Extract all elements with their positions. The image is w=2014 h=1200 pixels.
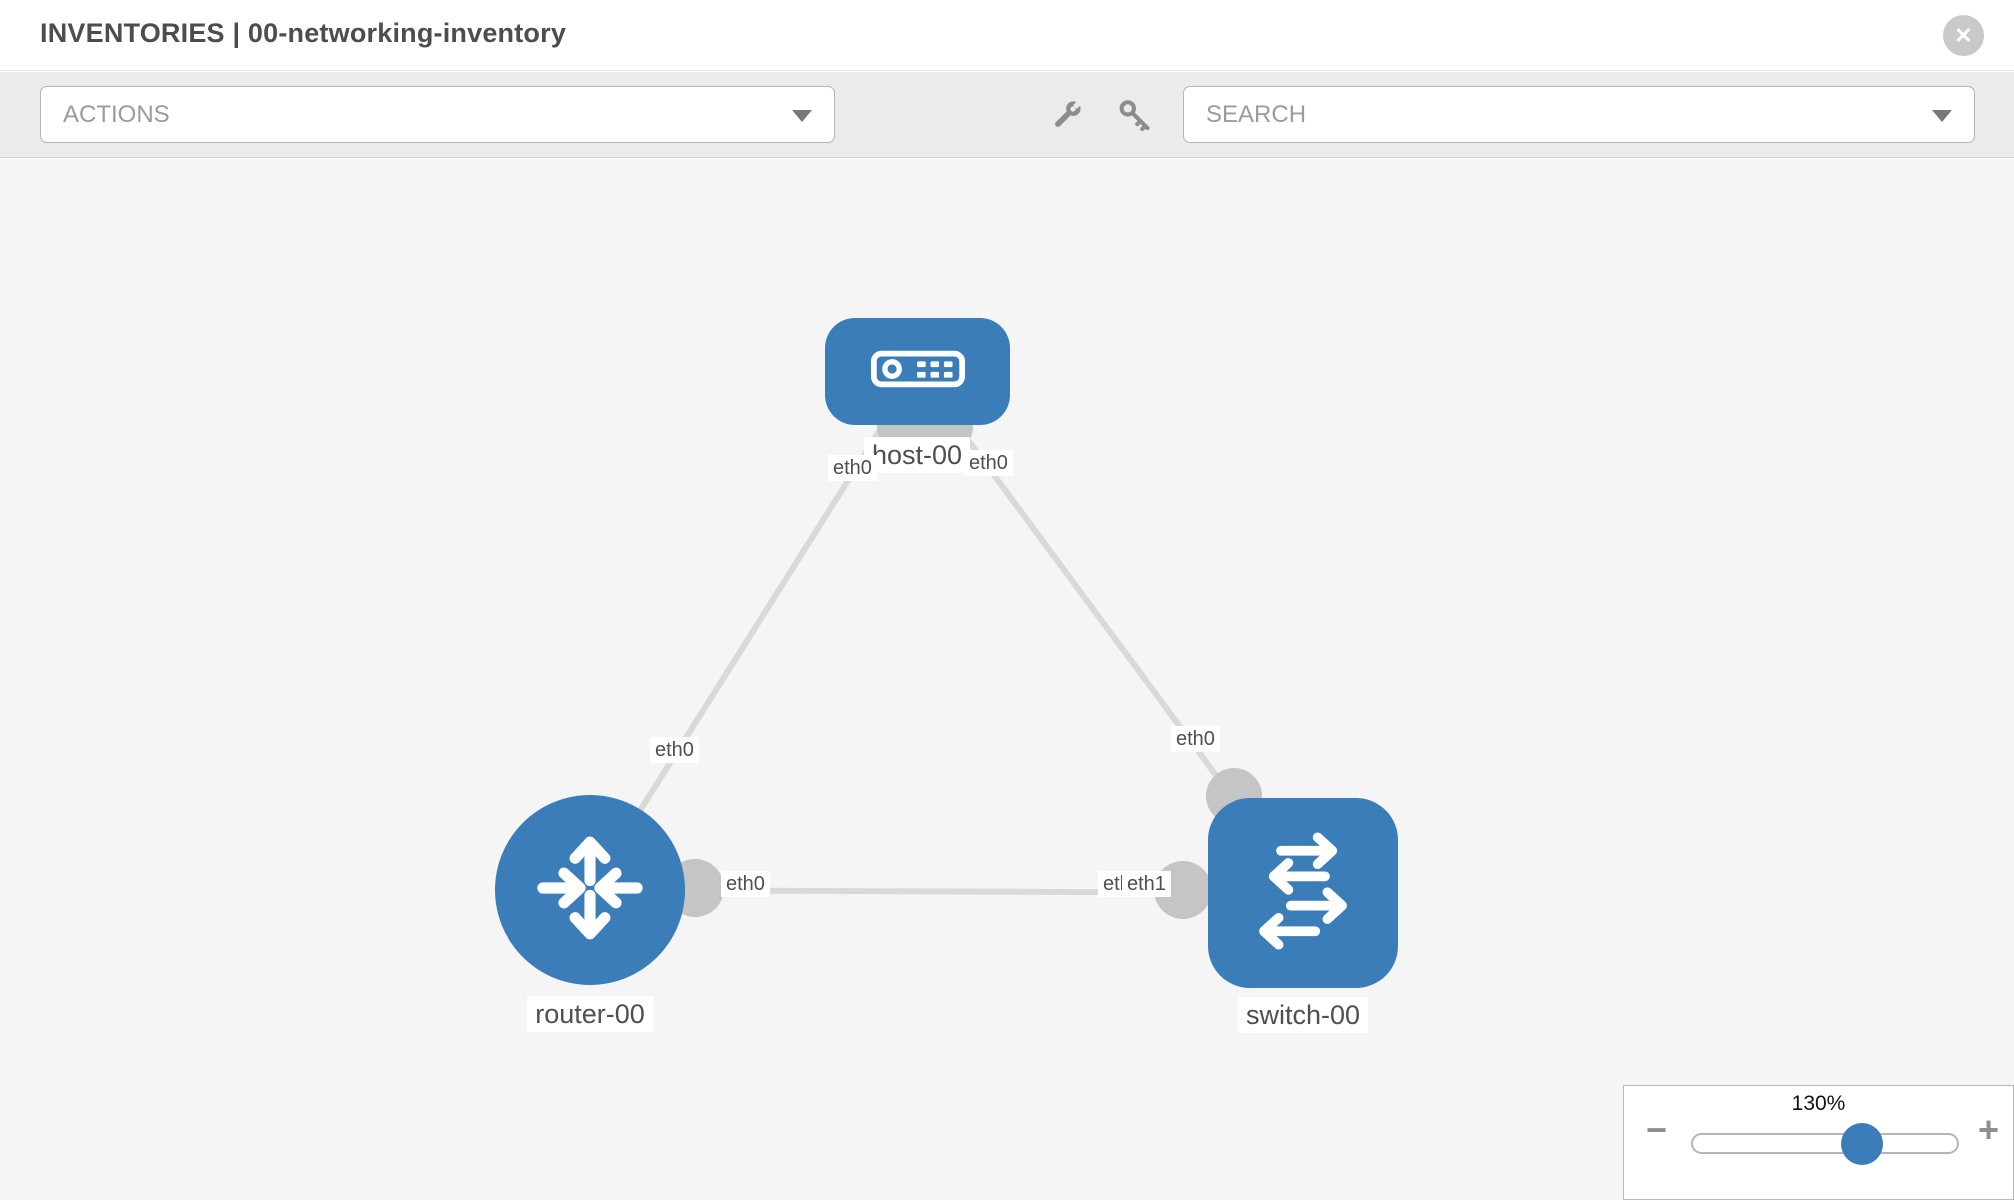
chevron-down-icon bbox=[792, 109, 812, 122]
page-title: INVENTORIES | 00-networking-inventory bbox=[40, 18, 567, 48]
node-label-host-00: host-00 bbox=[863, 437, 971, 474]
interface-label-host-left: eth0 bbox=[828, 455, 877, 481]
zoom-level-value: 130% bbox=[1791, 1092, 1846, 1115]
zoom-in-button[interactable]: + bbox=[1977, 1109, 1999, 1150]
zoom-out-button[interactable]: − bbox=[1646, 1109, 1668, 1150]
interface-label-router-right: eth0 bbox=[721, 871, 770, 897]
actions-dropdown-label: ACTIONS bbox=[63, 100, 170, 128]
configure-tools-button[interactable] bbox=[1044, 95, 1090, 137]
interface-label-switch-left: eth1 bbox=[1122, 871, 1171, 897]
topology-canvas[interactable]: host-00 router-00 switch-00 eth0 eth0 et… bbox=[0, 159, 2014, 1200]
interface-label-host-right: eth0 bbox=[964, 450, 1013, 476]
wrench-icon bbox=[1049, 97, 1085, 136]
host-icon bbox=[870, 349, 966, 394]
actions-dropdown[interactable]: ACTIONS bbox=[40, 86, 835, 143]
interface-label-router-top: eth0 bbox=[650, 737, 699, 763]
topology-links-layer bbox=[587, 369, 1306, 896]
key-icon bbox=[1117, 97, 1153, 136]
node-label-switch-00: switch-00 bbox=[1237, 997, 1369, 1034]
header-bar: INVENTORIES | 00-networking-inventory ✕ bbox=[0, 0, 2014, 71]
switch-icon bbox=[1242, 830, 1364, 957]
toolbar: ACTIONS bbox=[0, 72, 2014, 158]
chevron-down-icon bbox=[1932, 109, 1952, 122]
zoom-control-panel: 130% − + bbox=[1623, 1085, 2014, 1200]
node-host-00[interactable] bbox=[825, 318, 1010, 425]
close-icon[interactable]: ✕ bbox=[1943, 15, 1984, 56]
interface-label-switch-top: eth0 bbox=[1171, 726, 1220, 752]
zoom-slider-thumb[interactable] bbox=[1841, 1123, 1883, 1165]
node-label-router-00: router-00 bbox=[527, 996, 653, 1033]
router-icon bbox=[528, 826, 652, 955]
zoom-slider-track[interactable] bbox=[1691, 1133, 1959, 1154]
node-router-00[interactable] bbox=[495, 795, 685, 985]
search-dropdown-label: SEARCH bbox=[1206, 100, 1307, 128]
node-switch-00[interactable] bbox=[1208, 798, 1398, 988]
search-dropdown[interactable]: SEARCH bbox=[1183, 86, 1975, 143]
key-credentials-button[interactable] bbox=[1112, 95, 1158, 137]
